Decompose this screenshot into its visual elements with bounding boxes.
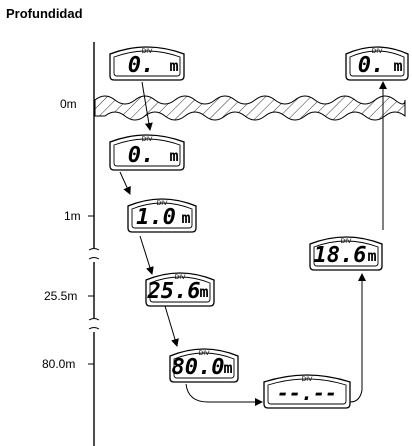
div-label: DIV [142, 136, 154, 143]
lcd-screen [349, 50, 405, 77]
axis-break-2 [88, 318, 100, 330]
div-label: DIV [372, 48, 384, 55]
lcd-unit: m [181, 209, 190, 227]
lcd-value: 0. [128, 53, 155, 78]
lcd-bezel [263, 374, 351, 409]
lcd-unit: m [169, 57, 178, 75]
dive-path [119, 81, 387, 406]
lcd-screen [267, 378, 347, 405]
lcd-bezel [145, 272, 215, 307]
div-label: DIV [142, 48, 154, 55]
lcd-unit: m [393, 57, 402, 75]
lcd-unit: m [169, 147, 178, 165]
lcd-value: --.-- [277, 381, 337, 405]
lcd-value: 18.6 [314, 243, 367, 268]
div-label: DIV [302, 376, 314, 383]
diagram-title: Profundidad [6, 6, 83, 21]
lcd-screen [113, 50, 181, 77]
lcd-screen [131, 202, 193, 229]
lcd-unit: m [367, 247, 376, 265]
depth-label-1m: 1m [64, 209, 81, 223]
depth-label-0m: 0m [60, 97, 77, 111]
lcd-bezel [109, 46, 185, 81]
div-label: DIV [199, 350, 211, 357]
axis-break-1 [88, 248, 100, 260]
div-label: DIV [157, 200, 169, 207]
lcd-unit: m [199, 283, 208, 301]
depth-axis [88, 42, 100, 446]
lcd-screen [173, 352, 235, 379]
lcd-bezel [169, 348, 239, 383]
lcd-screen [113, 138, 181, 167]
lcd-bezel [127, 198, 197, 233]
lcd-value: 80.0 [172, 355, 225, 380]
depth-label-25-5m: 25.5m [44, 289, 77, 303]
lcd-bezel [309, 236, 383, 271]
water-surface [94, 95, 406, 121]
lcd-unit: m [223, 359, 232, 377]
lcd-screen [149, 276, 211, 303]
depth-label-80m: 80.0m [42, 357, 75, 371]
lcd-value: 1.0 [136, 205, 176, 230]
div-label: DIV [341, 238, 353, 245]
lcd-display-out-of-range: DIV--.-- [263, 374, 351, 409]
lcd-bezel [345, 46, 409, 81]
lcd-value: 0. [358, 53, 385, 78]
lcd-screen [313, 240, 379, 267]
lcd-bezel [109, 134, 185, 171]
lcd-value: 0. [128, 143, 155, 168]
lcd-value: 25.6 [147, 279, 201, 304]
div-label: DIV [175, 274, 187, 281]
